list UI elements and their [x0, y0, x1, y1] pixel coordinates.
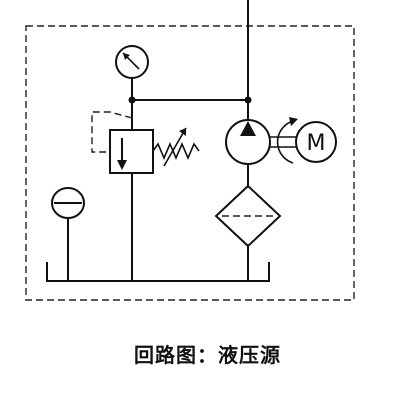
tank-icon — [46, 262, 270, 282]
pump-icon — [225, 100, 298, 186]
filter-icon — [214, 184, 282, 281]
relief-valve-icon — [91, 100, 200, 281]
power-unit-boundary — [25, 25, 355, 301]
motor-label: M — [307, 131, 326, 156]
pressure-gauge-icon — [115, 45, 149, 100]
accumulator-icon — [51, 187, 85, 281]
diagram-caption: 回路图：液压源 — [134, 343, 281, 367]
electric-motor-icon: M — [295, 121, 337, 163]
